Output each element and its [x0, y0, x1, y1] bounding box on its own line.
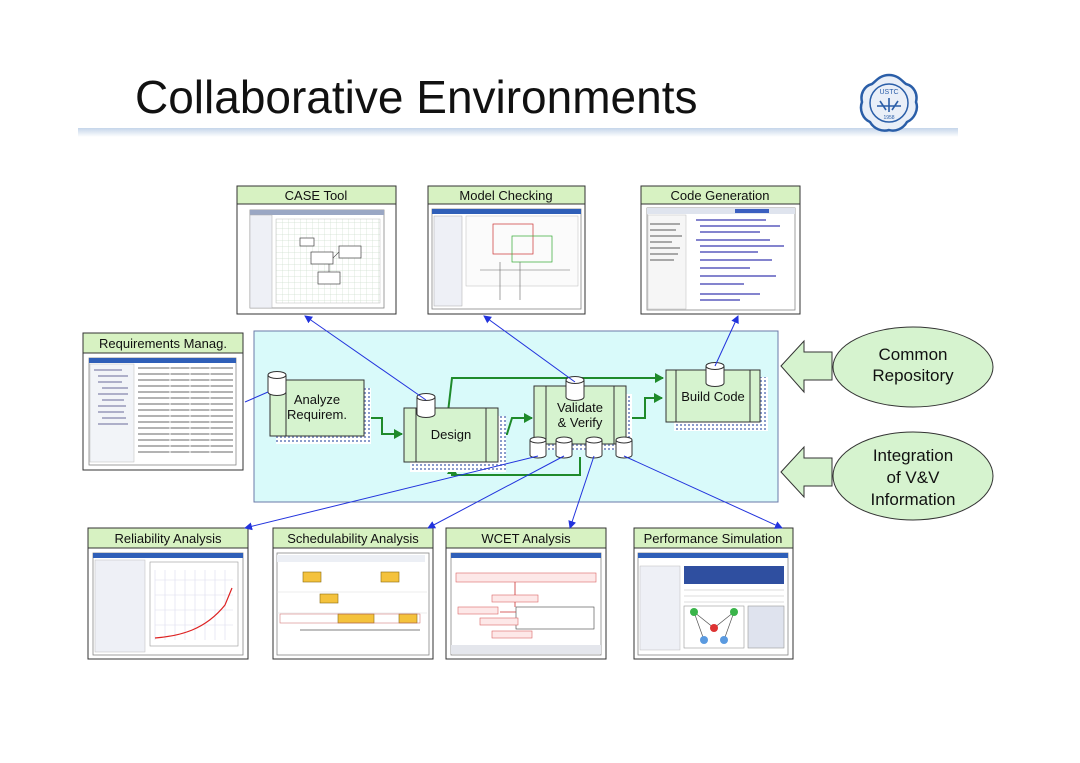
callout-common-repository: Common Repository — [780, 326, 994, 408]
tool-requirements: Requirements Manag. — [82, 332, 244, 471]
code-generation-screenshot — [646, 207, 796, 311]
link-validate-model — [483, 315, 576, 383]
code-generation-label: Code Generation — [670, 188, 769, 203]
left-arrow-icon — [780, 339, 833, 394]
analyze-label-line1: Analyze — [294, 392, 340, 407]
cylinder-icon — [565, 376, 585, 401]
link-build-codegen — [714, 315, 739, 367]
cylinder-icon — [267, 371, 287, 396]
arrow-validate-to-build — [626, 393, 663, 419]
repository-cylinders — [267, 362, 725, 459]
left-arrow-icon — [780, 445, 833, 499]
title-underline — [78, 128, 958, 137]
logo-year: 1958 — [883, 115, 894, 121]
case-tool-label: CASE Tool — [285, 188, 348, 203]
performance-label: Performance Simulation — [644, 531, 783, 546]
wcet-label: WCET Analysis — [481, 531, 571, 546]
model-checking-label: Model Checking — [459, 188, 552, 203]
link-schedulability — [427, 455, 565, 529]
case-tool-screenshot — [249, 209, 385, 309]
validate-label-line1: Validate — [557, 400, 603, 415]
integration-line3: Information — [870, 490, 955, 509]
tool-reliability: Reliability Analysis — [87, 527, 249, 660]
page-title: Collaborative Environments — [135, 71, 698, 123]
integration-line2: of V&V — [887, 468, 941, 487]
requirements-label: Requirements Manag. — [99, 336, 227, 351]
wcet-screenshot — [450, 552, 602, 656]
tool-case-tool: CASE Tool — [236, 185, 397, 315]
link-wcet — [568, 455, 595, 529]
link-design-case — [304, 315, 427, 401]
model-checking-screenshot — [431, 208, 582, 310]
link-requirements-analyze — [244, 391, 269, 403]
schedulability-label: Schedulability Analysis — [287, 531, 419, 546]
node-design: Design — [403, 407, 506, 472]
tool-wcet: WCET Analysis — [445, 527, 607, 660]
performance-screenshot — [637, 552, 789, 656]
schedulability-screenshot — [276, 552, 430, 656]
tool-schedulability: Schedulability Analysis — [272, 527, 434, 660]
design-label: Design — [431, 427, 471, 442]
cylinder-icon — [416, 393, 436, 418]
link-reliability — [244, 455, 539, 531]
cylinder-icon — [615, 436, 633, 459]
requirements-screenshot — [88, 357, 237, 466]
cylinder-icon — [529, 436, 547, 459]
build-label: Build Code — [681, 389, 745, 404]
logo-text: USTC — [879, 89, 898, 96]
cylinder-icon — [585, 436, 603, 459]
repository-line1: Common — [879, 345, 948, 364]
ustc-logo-icon: USTC 1958 — [859, 73, 919, 132]
repository-line2: Repository — [872, 366, 954, 385]
analyze-label-line2: Requirem. — [287, 407, 347, 422]
reliability-screenshot — [92, 552, 244, 656]
link-performance — [623, 455, 783, 529]
callout-integration-vv: Integration of V&V Information — [780, 431, 994, 521]
tool-performance: Performance Simulation — [633, 527, 794, 660]
tool-code-generation: Code Generation — [640, 185, 801, 315]
tool-link-arrows — [244, 315, 783, 531]
arrow-design-to-build — [447, 373, 664, 413]
arrow-analyze-to-design — [364, 417, 403, 439]
cylinder-icon — [705, 362, 725, 387]
validate-label-line2: & Verify — [558, 415, 603, 430]
cylinder-icon — [555, 436, 573, 459]
reliability-label: Reliability Analysis — [115, 531, 222, 546]
tool-model-checking: Model Checking — [427, 185, 586, 315]
integration-line1: Integration — [873, 446, 953, 465]
